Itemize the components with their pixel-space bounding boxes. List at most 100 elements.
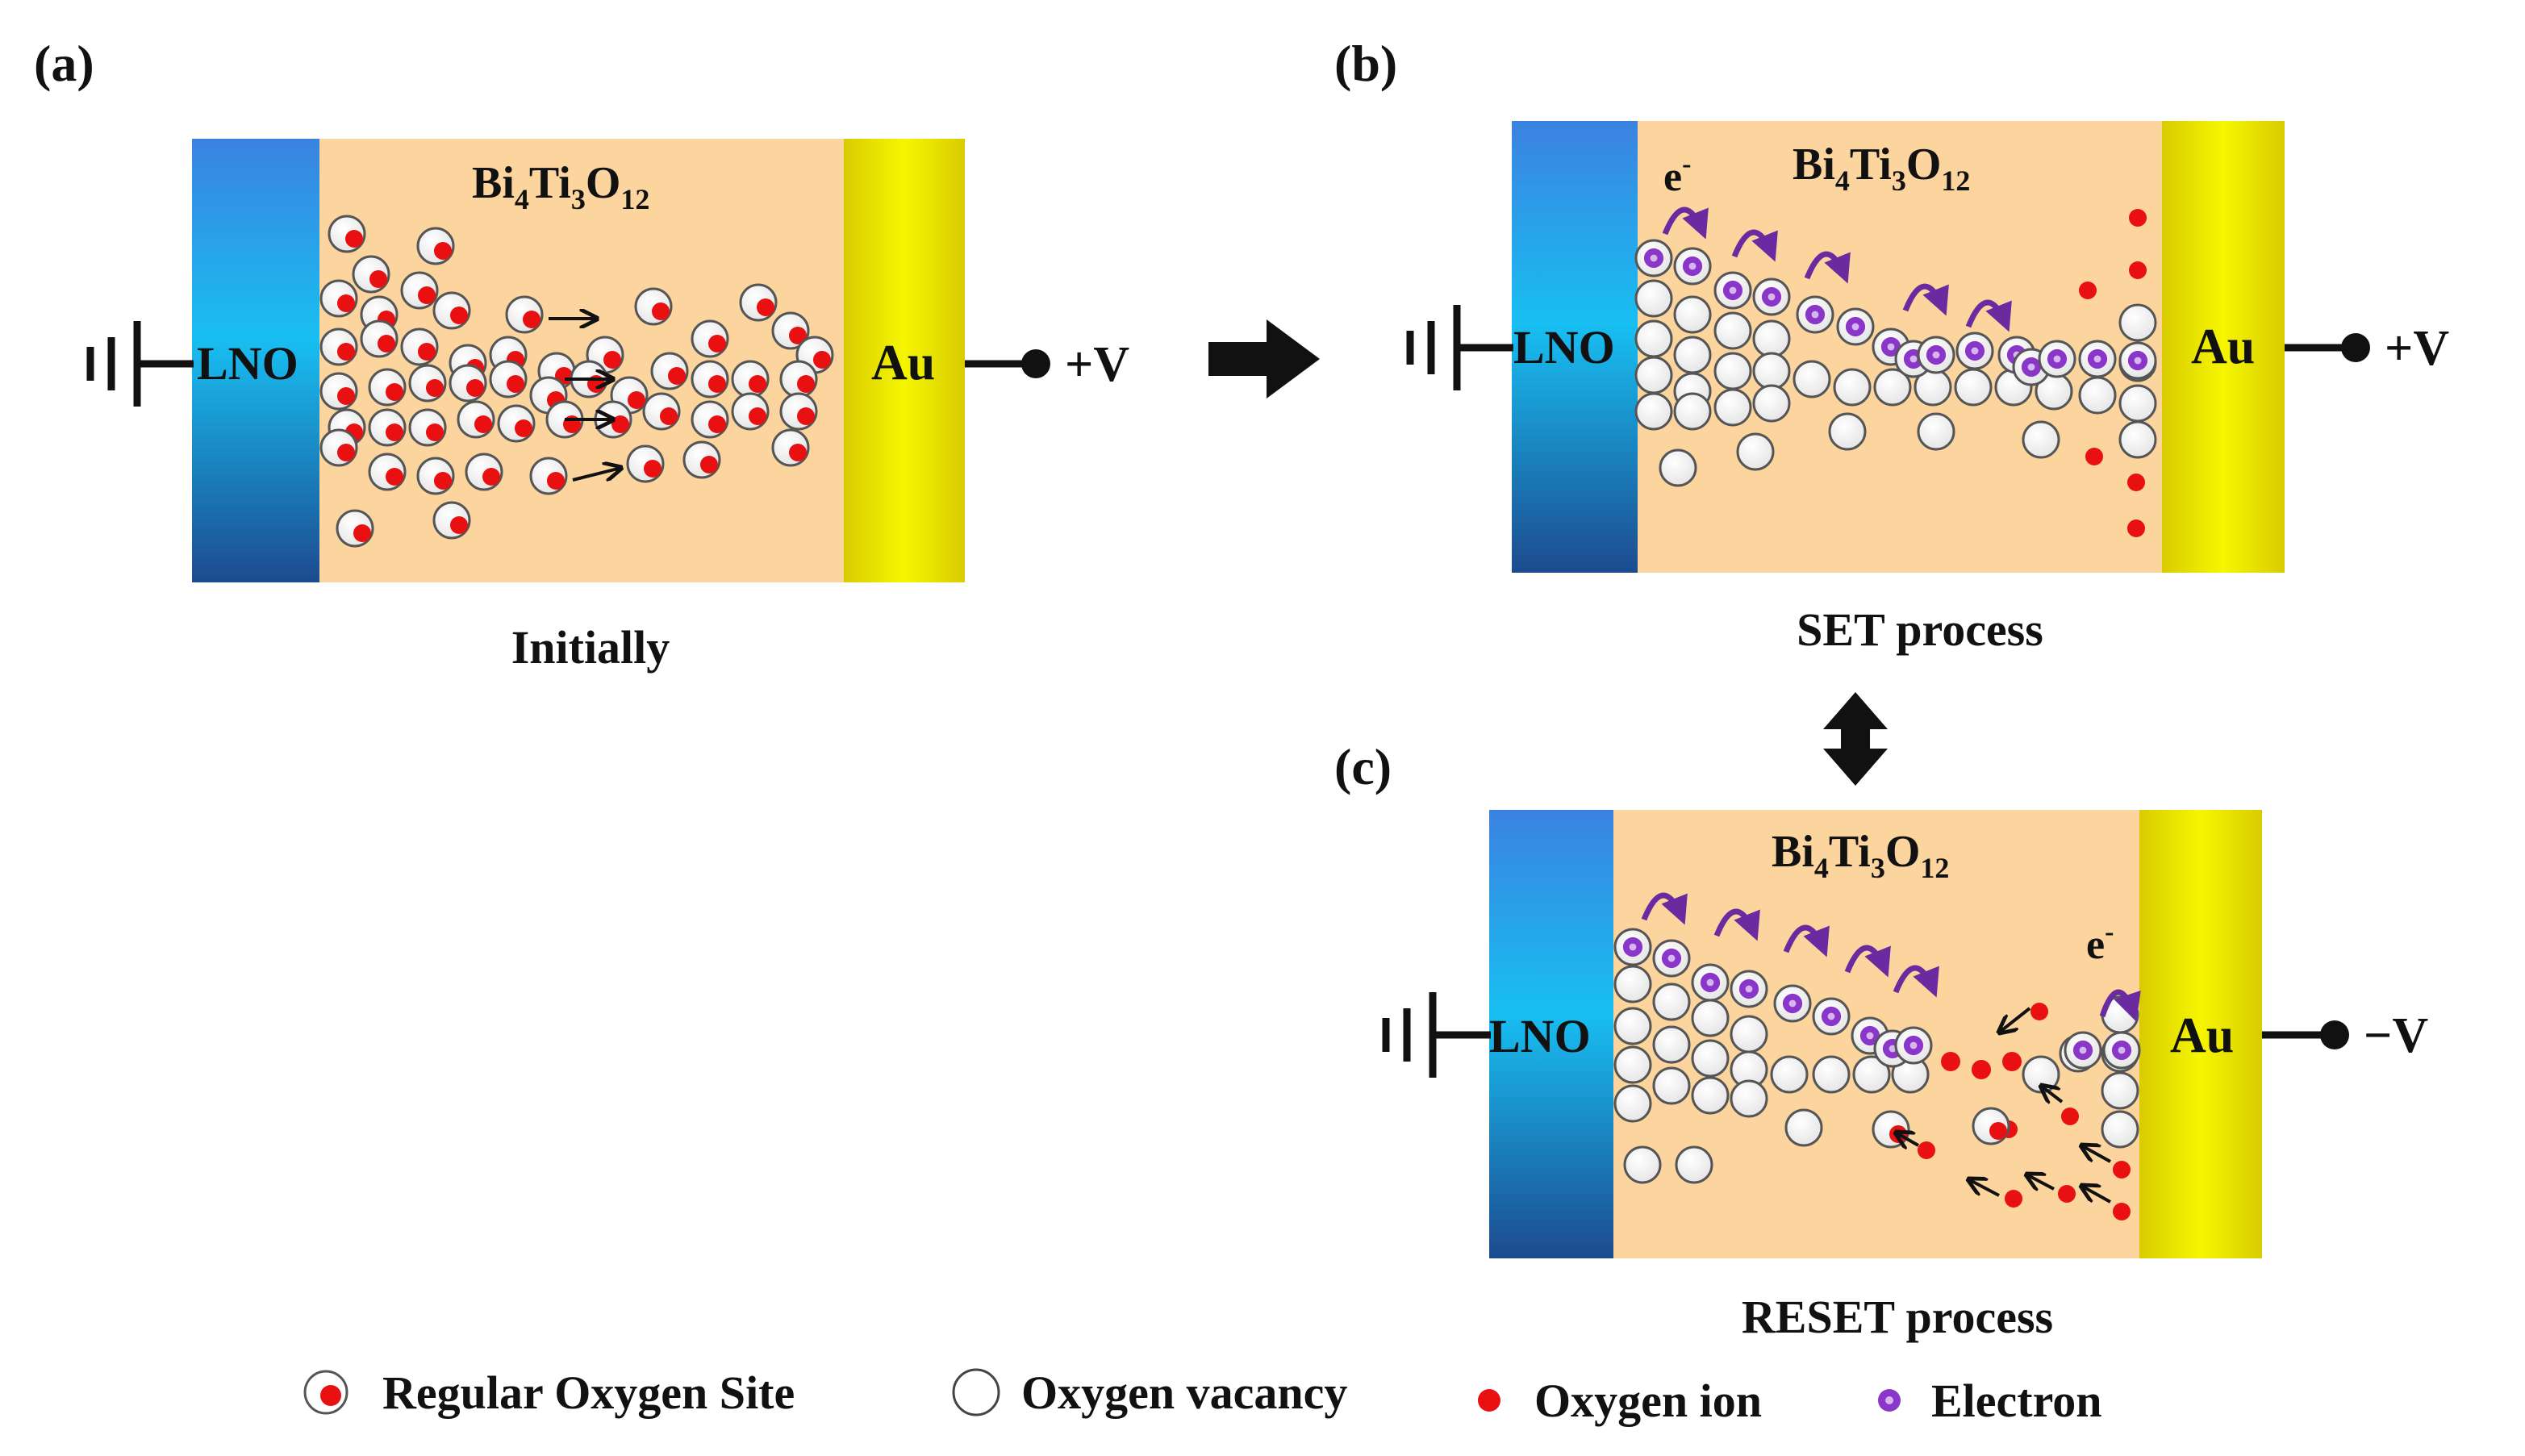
oxygen-vacancy-icon <box>1691 999 1730 1037</box>
oxygen-vacancy-icon <box>1673 295 1712 334</box>
oxygen-ion-icon <box>1918 1141 1935 1159</box>
oxygen-vacancy-icon <box>1852 1055 1891 1094</box>
regular-oxygen-site-icon <box>465 453 503 491</box>
oxygen-vacancy-icon <box>1634 319 1673 358</box>
panel-a-lno-electrode <box>192 139 319 582</box>
oxygen-ion-icon <box>1941 1052 1960 1071</box>
oxygen-vacancy-icon <box>1673 336 1712 374</box>
panel-b-caption: SET process <box>1797 603 2043 656</box>
panel-a-voltage-terminal: +V <box>965 337 1129 392</box>
regular-oxygen-site-icon <box>319 327 358 366</box>
panel-a-au-electrode <box>844 139 965 582</box>
oxygen-vacancy-icon <box>1752 352 1791 390</box>
regular-oxygen-site-icon <box>400 271 439 310</box>
panel-b-au-label: Au <box>2191 319 2255 374</box>
regular-oxygen-site-icon <box>691 400 729 439</box>
oxygen-vacancy-icon <box>2118 303 2157 342</box>
electron-hop-arrow-icon <box>1783 924 1830 957</box>
electron-filled-vacancy-icon <box>1851 1016 1889 1055</box>
panel-c-ground-icon <box>1382 992 1491 1078</box>
panel-b-voltage: +V <box>2385 321 2449 376</box>
oxygen-vacancy-icon <box>1730 1079 1768 1118</box>
oxygen-vacancy-icon <box>1613 965 1652 1003</box>
oxygen-vacancy-icon <box>1873 368 1912 407</box>
panel-a-caption: Initially <box>511 621 670 674</box>
oxygen-vacancy-icon <box>2022 420 2060 459</box>
regular-oxygen-site-icon <box>368 368 407 407</box>
regular-oxygen-site-icon <box>368 408 407 447</box>
regular-oxygen-site-icon <box>1972 1107 2010 1145</box>
panel-a: (a) Bi4Ti3O12 LNO Au +V Initially <box>34 35 1129 674</box>
electron-hop-arrow-icon <box>1902 283 1949 316</box>
regular-oxygen-site-icon <box>739 283 778 322</box>
oxygen-vacancy-icon <box>1659 448 1697 487</box>
regular-oxygen-site-icon <box>368 453 407 491</box>
panel-c-tag: (c) <box>1334 738 1392 795</box>
oxygen-ion-icon <box>2085 448 2103 465</box>
panel-c-voltage: −V <box>2364 1008 2428 1063</box>
electron-filled-vacancy-icon <box>1836 307 1875 346</box>
electron-filled-vacancy-icon <box>2078 340 2117 378</box>
panel-a-voltage: +V <box>1065 337 1129 392</box>
oxygen-ion-icon <box>2113 1203 2131 1220</box>
terminal-dot-icon <box>1021 349 1050 378</box>
electron-filled-vacancy-icon <box>2118 341 2157 380</box>
panel-c-lno-label: LNO <box>1489 1010 1591 1062</box>
oxygen-vacancy-icon <box>1713 352 1752 390</box>
regular-oxygen-site-icon <box>360 319 399 358</box>
terminal-dot-icon <box>2320 1020 2349 1049</box>
oxygen-vacancy-icon <box>1673 392 1712 431</box>
electron-filled-vacancy-icon <box>1955 332 1994 370</box>
panel-a-material: Bi4Ti3O12 <box>472 158 649 215</box>
regular-oxygen-site-icon <box>497 404 536 443</box>
electron-filled-vacancy-icon <box>1713 271 1752 310</box>
regular-oxygen-site-icon <box>691 360 729 398</box>
regular-oxygen-site-icon <box>408 408 447 447</box>
oxygen-vacancy-icon <box>2118 384 2157 423</box>
electron-filled-vacancy-icon <box>1894 1026 1933 1065</box>
oxygen-vacancy-icon <box>1652 1066 1691 1105</box>
regular-oxygen-site-icon <box>416 457 455 495</box>
oxygen-ion-icon <box>2005 1190 2022 1208</box>
regular-oxygen-site-icon <box>650 352 689 390</box>
regular-oxygen-site-icon <box>457 400 495 439</box>
legend-oxygen-vacancy-icon <box>952 1368 1000 1416</box>
oxygen-vacancy-icon <box>1652 1025 1691 1064</box>
regular-oxygen-site-icon <box>731 392 770 431</box>
regular-oxygen-site-icon <box>408 364 447 403</box>
drift-arrow-icon <box>2026 1174 2055 1189</box>
oxygen-vacancy-icon <box>2118 420 2157 459</box>
legend-label-regular: Regular Oxygen Site <box>382 1366 795 1419</box>
oxygen-vacancy-icon <box>1634 356 1673 394</box>
legend-label-vacancy: Oxygen vacancy <box>1021 1366 1347 1419</box>
panel-c-caption: RESET process <box>1742 1291 2053 1343</box>
electron-filled-vacancy-icon <box>2038 340 2076 378</box>
legend-regular-oxygen-site-icon <box>303 1370 348 1415</box>
electron-hop-arrow-icon <box>1965 299 2012 332</box>
oxygen-vacancy-icon <box>1613 1007 1652 1045</box>
regular-oxygen-site-icon <box>328 215 366 253</box>
panel-c-au-label: Au <box>2170 1008 2234 1063</box>
electron-filled-vacancy-icon <box>1652 939 1691 978</box>
panel-a-ground-icon <box>86 321 194 407</box>
panel-c-material: Bi4Ti3O12 <box>1772 827 1949 884</box>
panel-b-au-electrode <box>2162 121 2285 573</box>
panel-c: (c) Bi4Ti3O12 e- LNO Au −V RESET process <box>1334 738 2428 1343</box>
panel-b: (b) Bi4Ti3O12 e- LNO Au +V SET process <box>1334 35 2449 656</box>
oxygen-vacancy-icon <box>1634 279 1673 318</box>
oxygen-vacancy-icon <box>2101 1110 2139 1149</box>
panel-a-au-label: Au <box>871 336 935 390</box>
oxygen-ion-icon <box>2079 282 2097 299</box>
oxygen-vacancy-icon <box>1833 368 1872 407</box>
oxygen-vacancy-icon <box>1613 1045 1652 1084</box>
electron-filled-vacancy-icon <box>1917 336 1955 374</box>
electron-filled-vacancy-icon <box>1730 970 1768 1008</box>
regular-oxygen-site-icon <box>505 295 544 334</box>
regular-oxygen-site-icon <box>771 428 810 467</box>
regular-oxygen-site-icon <box>634 287 673 326</box>
electron-hop-arrow-icon <box>1731 229 1778 262</box>
oxygen-vacancy-icon <box>1828 412 1867 451</box>
drift-arrow-icon <box>1999 1007 2031 1033</box>
oxygen-ion-icon <box>2129 261 2147 279</box>
